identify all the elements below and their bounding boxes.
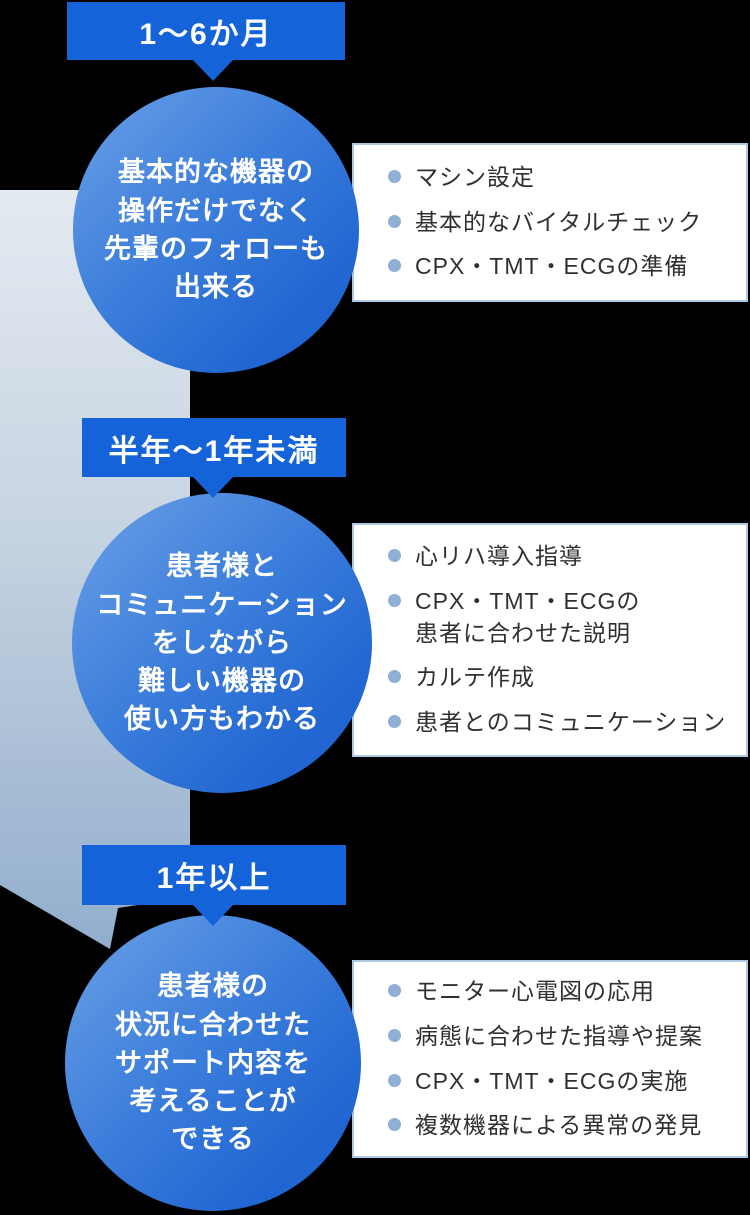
- list-item: CPX・TMT・ECGの実施: [388, 1066, 736, 1098]
- list-item: 患者とのコミュニケーション: [388, 707, 736, 739]
- list-item: カルテ作成: [388, 662, 736, 694]
- stage2-task-list: 心リハ導入指導 CPX・TMT・ECGの 患者に合わせた説明 カルテ作成 患者と…: [354, 541, 746, 739]
- list-item: CPX・TMT・ECGの 患者に合わせた説明: [388, 586, 736, 649]
- bullet-dot-icon: [388, 214, 401, 228]
- list-item: モニター心電図の応用: [388, 976, 736, 1008]
- bullet-dot-icon: [388, 593, 401, 607]
- list-item: マシン設定: [388, 162, 736, 194]
- list-item: 基本的なバイタルチェック: [388, 207, 736, 239]
- bullet-dot-icon: [388, 169, 401, 183]
- bullet-dot-icon: [388, 1118, 401, 1132]
- stage2-period-badge: 半年〜1年未満: [82, 418, 346, 498]
- stage1-period-label: 1〜6か月: [139, 18, 273, 51]
- list-item: 心リハ導入指導: [388, 541, 736, 573]
- stage2-skill-circle: 患者様と コミュニケーション をしながら 難しい機器の 使い方もわかる: [72, 493, 372, 793]
- stage3-circle-text: 患者様の: [157, 971, 269, 1002]
- bullet-dot-icon: [388, 1028, 401, 1042]
- stage2-circle-text: 患者様と: [166, 551, 278, 582]
- stage1-circle-text: 基本的な機器の: [118, 157, 314, 188]
- stage2-period-label: 半年〜1年未満: [108, 434, 320, 468]
- bullet-dot-icon: [388, 670, 401, 684]
- bullet-dot-icon: [388, 1073, 401, 1087]
- bullet-dot-icon: [388, 984, 401, 998]
- bullet-dot-icon: [388, 549, 401, 563]
- stage3-task-list: モニター心電図の応用 病態に合わせた指導や提案 CPX・TMT・ECGの実施 複…: [354, 976, 746, 1142]
- bullet-dot-icon: [388, 259, 401, 273]
- stage3-skill-circle: 患者様の 状況に合わせた サポート内容を 考えることが できる: [65, 915, 361, 1211]
- stage3-task-box: モニター心電図の応用 病態に合わせた指導や提案 CPX・TMT・ECGの実施 複…: [352, 960, 748, 1158]
- stage1-task-box: マシン設定 基本的なバイタルチェック CPX・TMT・ECGの準備: [352, 143, 748, 302]
- list-item: 複数機器による異常の発見: [388, 1110, 736, 1142]
- stage1-task-list: マシン設定 基本的なバイタルチェック CPX・TMT・ECGの準備: [354, 162, 746, 283]
- stage3-period-badge: 1年以上: [82, 845, 346, 926]
- list-item: CPX・TMT・ECGの準備: [388, 251, 736, 283]
- stage3-period-label: 1年以上: [156, 862, 272, 895]
- list-item: 病態に合わせた指導や提案: [388, 1021, 736, 1053]
- stage1-period-badge: 1〜6か月: [67, 2, 345, 81]
- bullet-dot-icon: [388, 715, 401, 729]
- stage1-skill-circle: 基本的な機器の 操作だけでなく 先輩のフォローも 出来る: [73, 87, 359, 373]
- stage2-task-box: 心リハ導入指導 CPX・TMT・ECGの 患者に合わせた説明 カルテ作成 患者と…: [352, 523, 748, 757]
